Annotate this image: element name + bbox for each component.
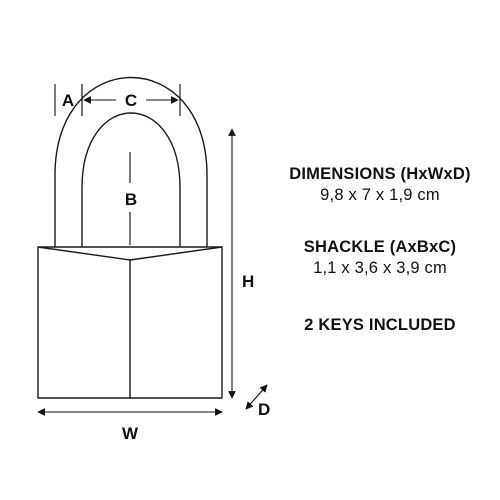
dimension-c-label: C: [125, 91, 137, 110]
dimension-d-arrow: [245, 384, 268, 410]
shackle-heading: SHACKLE (AxBxC): [303, 238, 457, 256]
dimension-d-label: D: [258, 400, 270, 419]
dimension-h-label: H: [242, 272, 254, 291]
dimensions-heading: DIMENSIONS (HxWxD): [289, 165, 471, 183]
shackle-spec: SHACKLE (AxBxC) 1,1 x 3,6 x 3,9 cm: [262, 237, 498, 279]
dimension-w-label: W: [122, 424, 139, 443]
dimension-d: [245, 384, 268, 410]
padlock-body: [37, 246, 223, 399]
keys-spec: 2 KEYS INCLUDED: [262, 315, 498, 336]
keys-included-text: 2 KEYS INCLUDED: [304, 316, 456, 334]
dimensions-spec: DIMENSIONS (HxWxD) 9,8 x 7 x 1,9 cm: [262, 164, 498, 206]
dimension-a-label: A: [62, 91, 74, 110]
dimension-c: [81, 84, 181, 116]
shackle-outer-edge: [54, 77, 208, 247]
dimension-b-label: B: [125, 190, 137, 209]
shackle-value: 1,1 x 3,6 x 3,9 cm: [313, 259, 447, 277]
padlock-shackle: [54, 77, 208, 247]
dimensions-value: 9,8 x 7 x 1,9 cm: [320, 186, 440, 204]
shackle-inner-edge: [81, 112, 181, 247]
